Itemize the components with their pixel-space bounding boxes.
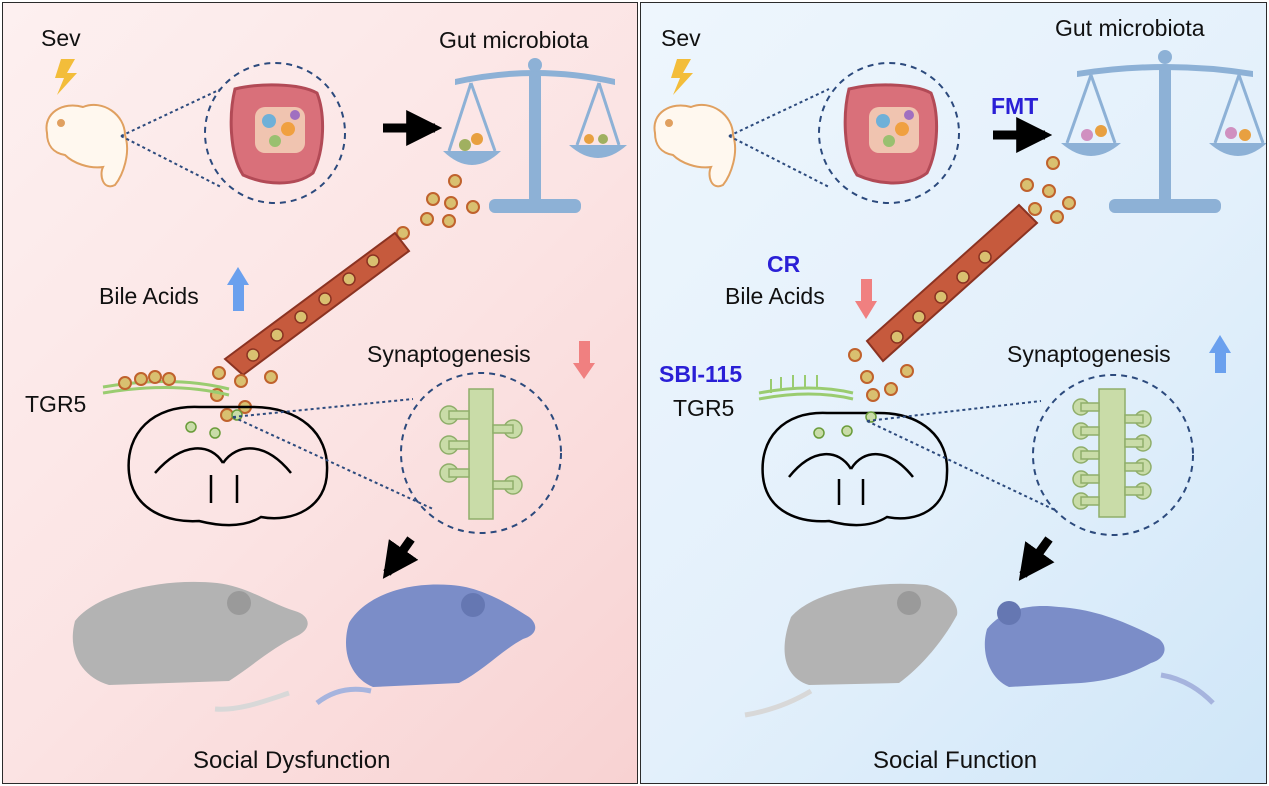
bile-acids-label: Bile Acids (725, 283, 825, 309)
lightning-icon (55, 59, 77, 95)
up-arrow-icon (1209, 335, 1231, 373)
up-arrow-icon (227, 267, 249, 311)
panel-intervention-graphics (653, 50, 1266, 718)
social-function-label: Social Function (873, 747, 1038, 774)
cr-label: CR (767, 251, 801, 277)
brain-section-icon (761, 411, 949, 527)
panel-sev: Sev Gut microbiota Bile Acids Synaptogen… (2, 2, 638, 784)
lightning-icon (671, 59, 693, 95)
brain-section-icon (127, 405, 329, 527)
tgr5-label: TGR5 (25, 391, 87, 417)
synaptogenesis-label: Synaptogenesis (367, 341, 531, 367)
sev-label: Sev (41, 25, 81, 51)
dendrite-icon (1072, 388, 1152, 518)
intestine-icon (229, 83, 325, 185)
receptor-icon (758, 375, 854, 401)
receptor-icon (102, 370, 230, 397)
fmt-label: FMT (991, 93, 1039, 119)
gut-microbiota-label: Gut microbiota (439, 27, 589, 53)
balance-scale-icon (443, 58, 627, 213)
adult-mouse-icon (72, 581, 308, 712)
sbi-115-label: SBI-115 (659, 361, 743, 387)
gut-microbiota-label: Gut microbiota (1055, 15, 1205, 41)
adult-mouse-icon (744, 583, 958, 718)
blood-vessel-icon (223, 231, 411, 377)
tgr5-label: TGR5 (673, 395, 735, 421)
pup-mouse-icon (45, 104, 129, 188)
dendrite-icon (439, 388, 523, 520)
balance-scale-icon (1061, 50, 1266, 213)
intestine-icon (843, 83, 939, 185)
social-dysfunction-label: Social Dysfunction (193, 747, 391, 774)
down-arrow-icon (573, 341, 595, 379)
adult-mouse-icon (984, 601, 1215, 705)
panel-sev-graphics (45, 58, 627, 712)
sev-label: Sev (661, 25, 701, 51)
pup-mouse-icon (653, 104, 737, 188)
bile-acids-label: Bile Acids (99, 283, 199, 309)
adult-mouse-icon (315, 584, 536, 706)
panel-intervention: Sev Gut microbiota FMT CR Bile Acids Syn… (640, 2, 1267, 784)
down-arrow-icon (855, 279, 877, 319)
blood-vessel-icon (865, 203, 1039, 363)
synaptogenesis-label: Synaptogenesis (1007, 341, 1171, 367)
